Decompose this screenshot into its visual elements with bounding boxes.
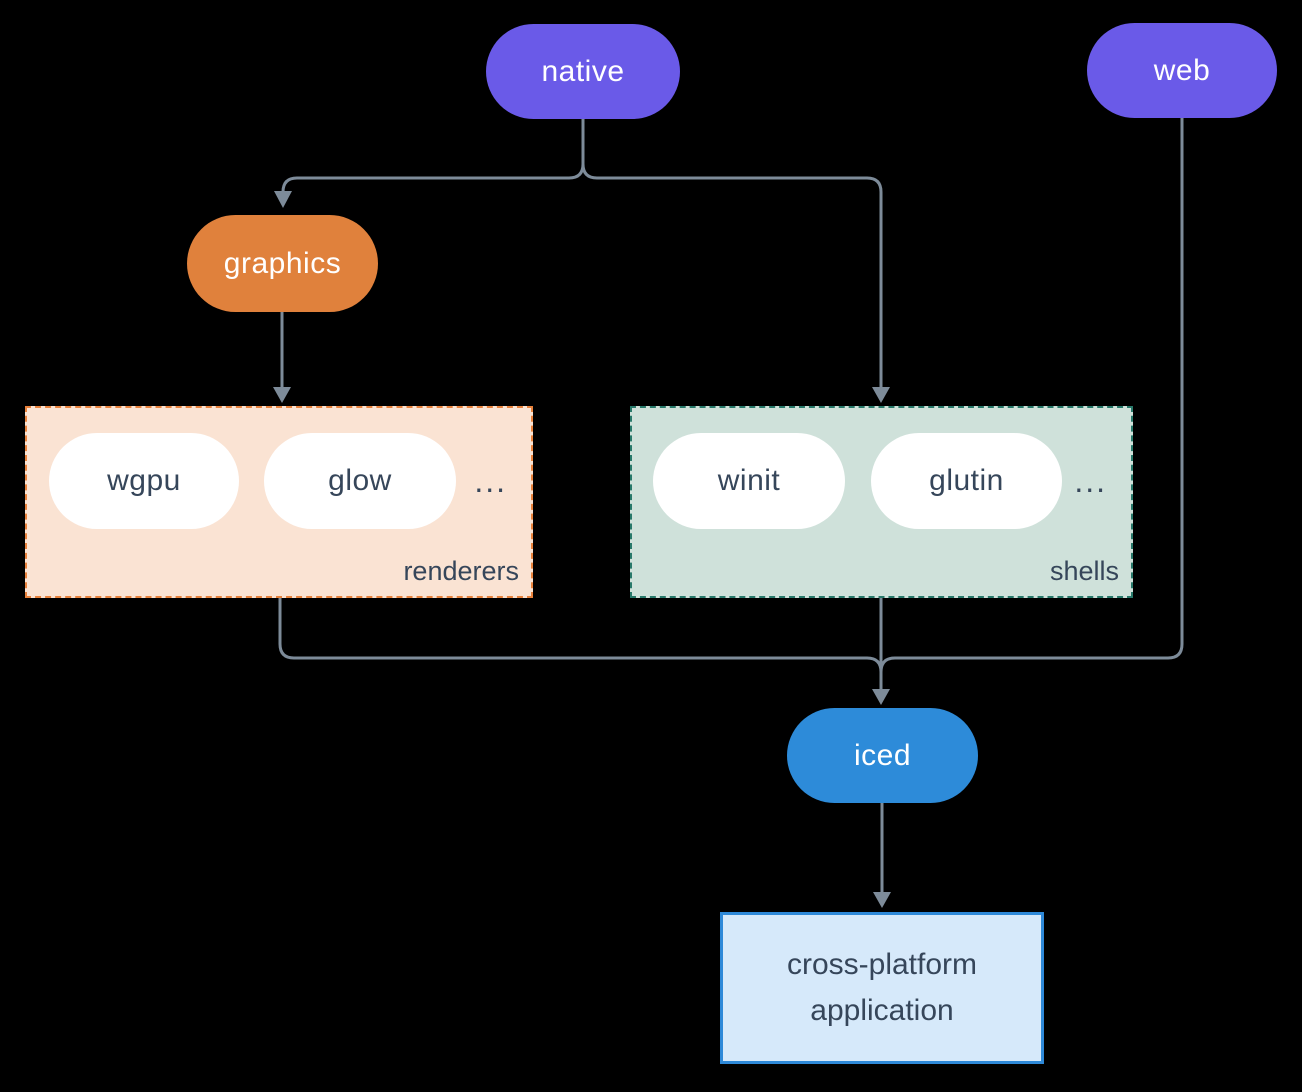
node-iced-label: iced — [853, 738, 912, 772]
arrowhead-shells — [872, 387, 890, 403]
node-glutin: glutin — [871, 433, 1062, 529]
node-wgpu-label: wgpu — [107, 464, 181, 497]
arrowhead-application — [873, 892, 891, 908]
node-wgpu: wgpu — [49, 433, 239, 529]
node-glutin-label: glutin — [929, 464, 1004, 497]
arrowhead-iced — [872, 689, 890, 705]
shells-ellipsis: ... — [1074, 462, 1107, 499]
node-glow-label: glow — [328, 464, 392, 497]
node-winit: winit — [653, 433, 845, 529]
group-renderers: wgpu glow ... renderers — [25, 406, 533, 598]
node-web-label: web — [1153, 53, 1211, 87]
group-shells: winit glutin ... shells — [630, 406, 1133, 598]
node-iced: iced — [787, 708, 978, 803]
renderers-group-label: renderers — [403, 556, 519, 586]
arrowhead-graphics — [274, 191, 292, 208]
node-graphics: graphics — [187, 215, 378, 312]
cross-platform-application-box: cross-platform application — [720, 912, 1044, 1064]
node-web: web — [1087, 23, 1277, 118]
node-native-label: native — [541, 54, 625, 88]
edge-native-to-graphics — [281, 119, 585, 193]
edge-native-to-shells — [581, 119, 883, 388]
node-native: native — [486, 24, 680, 119]
cross-platform-application-label: cross-platform application — [786, 947, 978, 1028]
renderers-ellipsis: ... — [474, 462, 507, 499]
edge-renderers-to-iced — [278, 598, 883, 673]
node-glow: glow — [264, 433, 456, 529]
node-graphics-label: graphics — [223, 246, 342, 280]
shells-group-label: shells — [1049, 556, 1119, 586]
edge-web-to-iced — [879, 118, 1184, 673]
arrowhead-renderers — [273, 387, 291, 403]
node-winit-label: winit — [717, 464, 781, 497]
